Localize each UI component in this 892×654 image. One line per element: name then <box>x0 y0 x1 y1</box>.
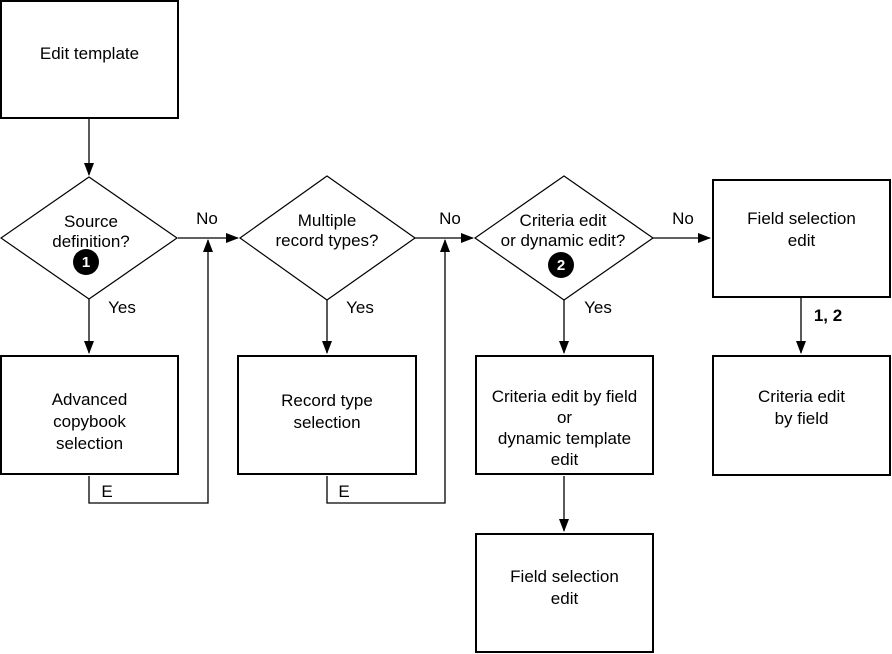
step-badge-1: 1 <box>73 249 99 275</box>
process-box-field-selection-edit-bottom: Field selection edit <box>475 533 654 653</box>
process-box-advanced-copybook-selection: Advanced copybook selection <box>0 355 179 475</box>
process-box-criteria-edit-by-field: Criteria edit by field <box>712 355 891 476</box>
edge-label-no-2: No <box>439 209 461 228</box>
feedback-line-e2 <box>326 239 450 504</box>
edge-label-no-1: No <box>196 209 218 228</box>
feedback-line-e1 <box>88 239 213 504</box>
edge-label-no-3: No <box>672 209 694 228</box>
edge-label-yes-3: Yes <box>584 298 612 317</box>
decision-label-criteria-or-dynamic: Criteria edit or dynamic edit? <box>500 211 626 250</box>
edge-label-exit-2: E <box>338 482 350 501</box>
step-badge-2: 2 <box>548 252 574 278</box>
process-box-edit-template: Edit template <box>0 0 179 119</box>
edge-label-yes-1: Yes <box>108 298 136 317</box>
edge-label-yes-2: Yes <box>346 298 374 317</box>
process-box-criteria-or-dynamic-template-edit: Criteria edit by field or dynamic templa… <box>475 355 654 475</box>
edge-label-exit-1: E <box>101 482 113 501</box>
decision-label-source-definition: Source definition? <box>52 212 130 251</box>
edge-label-one-two: 1, 2 <box>813 306 843 325</box>
process-box-record-type-selection: Record type selection <box>237 355 417 475</box>
process-box-field-selection-edit-top: Field selection edit <box>712 179 891 298</box>
decision-label-multiple-record-types: Multiple record types? <box>275 211 379 250</box>
